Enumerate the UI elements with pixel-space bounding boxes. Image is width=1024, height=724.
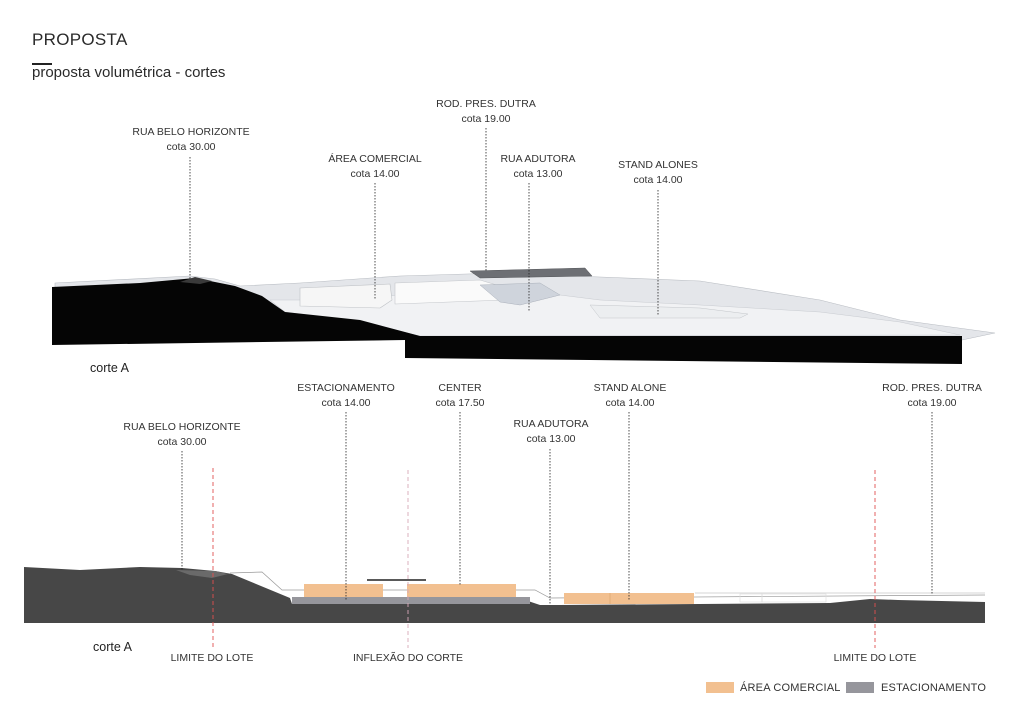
top-cota-rod-pres-dutra: cota 19.00	[461, 113, 510, 125]
bottom-label-center: CENTER	[438, 382, 482, 394]
bottom-parking-slab	[292, 597, 530, 604]
marker-label-limite-do-lote-right: LIMITE DO LOTE	[834, 652, 917, 664]
page-subtitle: proposta volumétrica - cortes	[32, 64, 226, 81]
bottom-section	[24, 567, 986, 623]
legend-label-estacionamento: ESTACIONAMENTO	[881, 682, 987, 694]
bottom-label-stand-alone: STAND ALONE	[594, 382, 667, 394]
bottom-label-rua-belo-horizonte: RUA BELO HORIZONTE	[123, 421, 240, 433]
top-terrain-ledge	[180, 277, 212, 284]
bottom-label-estacionamento: ESTACIONAMENTO	[297, 382, 395, 394]
bottom-cota-rod-pres-dutra: cota 19.00	[907, 397, 956, 409]
bottom-leader-lines	[181, 412, 933, 605]
bottom-marker-lines	[212, 468, 876, 648]
title-rule	[32, 63, 52, 65]
bottom-section-caption: corte A	[93, 640, 133, 654]
bottom-cota-stand-alone: cota 14.00	[605, 397, 654, 409]
top-commercial-volume	[299, 283, 393, 309]
top-shadow-volume	[479, 282, 561, 306]
bottom-hatch-area	[176, 570, 228, 578]
top-cota-area-comercial: cota 14.00	[350, 168, 399, 180]
top-label-rod-pres-dutra: ROD. PRES. DUTRA	[436, 98, 536, 110]
page-title: PROPOSTA	[32, 30, 128, 49]
bottom-label-rua-adutora: RUA ADUTORA	[513, 418, 588, 430]
top-label-stand-alones: STAND ALONES	[618, 159, 698, 171]
top-section-caption: corte A	[90, 361, 130, 375]
bottom-label-rod-pres-dutra: ROD. PRES. DUTRA	[882, 382, 982, 394]
bottom-cota-estacionamento: cota 14.00	[321, 397, 370, 409]
bottom-terrain	[24, 567, 985, 623]
bottom-cota-rua-adutora: cota 13.00	[526, 433, 575, 445]
bottom-cota-rua-belo-horizonte: cota 30.00	[157, 436, 206, 448]
legend-swatch-estacionamento	[846, 682, 874, 693]
bottom-labels: RUA BELO HORIZONTE cota 30.00 ESTACIONAM…	[123, 382, 982, 664]
top-terrain-cut	[52, 278, 962, 364]
marker-label-inflexao-do-corte: INFLEXÃO DO CORTE	[353, 651, 463, 664]
top-section	[52, 267, 996, 364]
top-standalone-volume	[589, 304, 749, 319]
bottom-commercial-block-1	[304, 584, 383, 597]
top-dutra-deck	[469, 267, 593, 279]
bottom-cota-center: cota 17.50	[435, 397, 484, 409]
top-label-rua-adutora: RUA ADUTORA	[500, 153, 575, 165]
legend-swatch-area-comercial	[706, 682, 734, 693]
top-label-area-comercial: ÁREA COMERCIAL	[328, 152, 422, 165]
top-labels: RUA BELO HORIZONTE cota 30.00 ÁREA COMER…	[132, 98, 698, 186]
marker-label-limite-do-lote-left: LIMITE DO LOTE	[171, 652, 254, 664]
top-leader-lines	[189, 128, 659, 316]
legend-label-area-comercial: ÁREA COMERCIAL	[740, 682, 841, 694]
top-label-rua-belo-horizonte: RUA BELO HORIZONTE	[132, 126, 249, 138]
top-cota-rua-belo-horizonte: cota 30.00	[166, 141, 215, 153]
bottom-commercial-block-2	[407, 584, 516, 597]
top-cota-stand-alones: cota 14.00	[633, 174, 682, 186]
top-cota-rua-adutora: cota 13.00	[513, 168, 562, 180]
